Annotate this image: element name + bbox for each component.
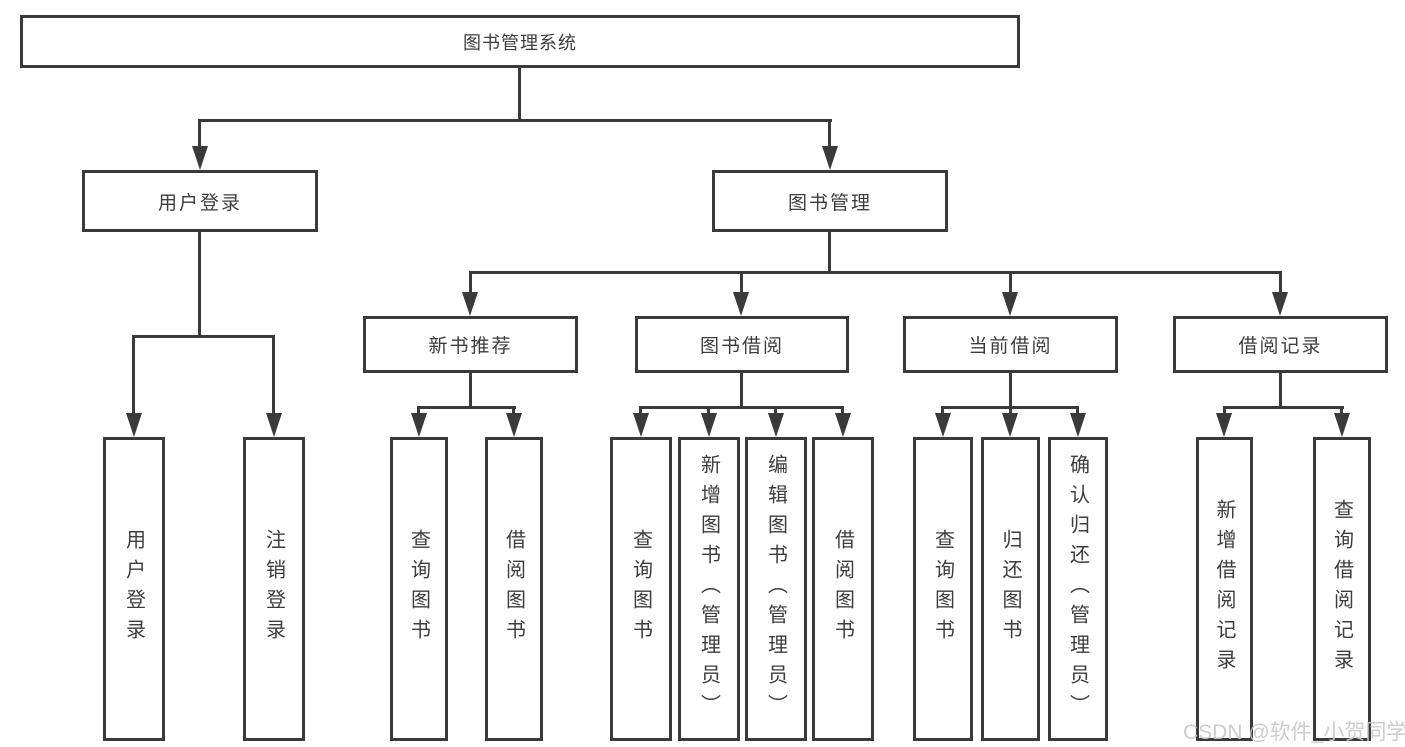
- node-label: 注销登录: [262, 529, 285, 649]
- connector-line: [1009, 373, 1012, 409]
- connector-line: [1340, 408, 1343, 415]
- connector-line: [512, 408, 515, 415]
- connector-line: [132, 337, 135, 415]
- leaf-logout: 注销登录: [243, 437, 305, 741]
- node-label: 归还图书: [999, 529, 1021, 649]
- connector-line: [518, 68, 521, 120]
- leaf-current-query-books: 查询图书: [913, 437, 973, 741]
- arrow-down-icon: [462, 292, 478, 316]
- connector-line: [417, 408, 420, 415]
- connector-line: [1223, 408, 1226, 415]
- node-current-borrowing: 当前借阅: [903, 316, 1118, 373]
- connector-line: [469, 273, 472, 294]
- arrow-down-icon: [1002, 413, 1018, 437]
- arrow-down-icon: [192, 146, 208, 170]
- connector-line: [828, 232, 831, 274]
- connector-line: [941, 406, 1079, 409]
- connector-line: [707, 408, 710, 415]
- node-label: 查询借阅记录: [1330, 499, 1353, 679]
- node-library-system: 图书管理系统: [20, 15, 1020, 68]
- arrow-down-icon: [1002, 292, 1018, 316]
- connector-line: [841, 408, 844, 415]
- connector-line: [1009, 408, 1012, 415]
- node-label: 借阅图书: [831, 529, 854, 649]
- node-book-borrowing: 图书借阅: [635, 316, 849, 373]
- leaf-user-login: 用户登录: [103, 437, 165, 741]
- node-label: 查询图书: [407, 529, 430, 649]
- connector-line: [132, 335, 275, 338]
- csdn-watermark: CSDN @软件_小贺同学: [1183, 721, 1405, 744]
- leaf-newbook-borrow-books: 借阅图书: [485, 437, 543, 741]
- node-label: 新增借阅记录: [1213, 499, 1235, 679]
- arrow-down-icon: [935, 413, 951, 437]
- leaf-current-confirm-return-admin: 确认归还（管理员）: [1048, 437, 1108, 741]
- connector-line: [198, 121, 201, 148]
- connector-line: [198, 232, 201, 336]
- arrow-down-icon: [266, 413, 282, 437]
- connector-line: [740, 273, 743, 294]
- node-label: 借阅图书: [502, 529, 525, 649]
- connector-line: [740, 373, 743, 409]
- connector-line: [774, 408, 777, 415]
- connector-line: [1076, 408, 1079, 415]
- leaf-borrowing-query-books: 查询图书: [610, 437, 672, 741]
- node-label: 确认归还（管理员）: [1066, 454, 1089, 724]
- node-label: 查询图书: [931, 529, 954, 649]
- leaf-borrowing-borrow-books: 借阅图书: [812, 437, 874, 741]
- node-label: 新增图书（管理员）: [697, 454, 720, 724]
- arrow-down-icon: [1216, 413, 1232, 437]
- node-borrowing-records: 借阅记录: [1173, 316, 1388, 373]
- arrow-down-icon: [1334, 413, 1350, 437]
- connector-line: [469, 271, 1282, 274]
- leaf-newbook-query-books: 查询图书: [390, 437, 448, 741]
- connector-line: [1223, 406, 1344, 409]
- leaf-current-return-books: 归还图书: [981, 437, 1040, 741]
- connector-line: [1279, 273, 1282, 294]
- node-label: 查询图书: [629, 529, 652, 649]
- arrow-down-icon: [768, 413, 784, 437]
- arrow-down-icon: [835, 413, 851, 437]
- node-book-management: 图书管理: [712, 170, 948, 232]
- arrow-down-icon: [126, 413, 142, 437]
- connector-line: [1009, 273, 1012, 294]
- arrow-down-icon: [411, 413, 427, 437]
- arrow-down-icon: [701, 413, 717, 437]
- connector-line: [272, 337, 275, 415]
- arrow-down-icon: [1070, 413, 1086, 437]
- connector-line: [417, 406, 516, 409]
- node-new-book-recommend: 新书推荐: [363, 316, 578, 373]
- connector-line: [469, 373, 472, 409]
- connector-line: [639, 406, 844, 409]
- leaf-records-query-record: 查询借阅记录: [1313, 437, 1371, 741]
- arrow-down-icon: [1272, 292, 1288, 316]
- connector-line: [828, 121, 831, 148]
- leaf-borrowing-add-books-admin: 新增图书（管理员）: [678, 437, 740, 741]
- leaf-records-add-record: 新增借阅记录: [1196, 437, 1253, 741]
- leaf-borrowing-edit-books-admin: 编辑图书（管理员）: [745, 437, 807, 741]
- connector-line: [198, 119, 832, 122]
- connector-line: [1279, 373, 1282, 409]
- connector-line: [639, 408, 642, 415]
- node-label: 用户登录: [122, 529, 145, 649]
- arrow-down-icon: [506, 413, 522, 437]
- connector-line: [941, 408, 944, 415]
- node-label: 编辑图书（管理员）: [764, 454, 787, 724]
- arrow-down-icon: [733, 292, 749, 316]
- arrow-down-icon: [633, 413, 649, 437]
- node-user-login: 用户登录: [82, 170, 318, 232]
- arrow-down-icon: [822, 146, 838, 170]
